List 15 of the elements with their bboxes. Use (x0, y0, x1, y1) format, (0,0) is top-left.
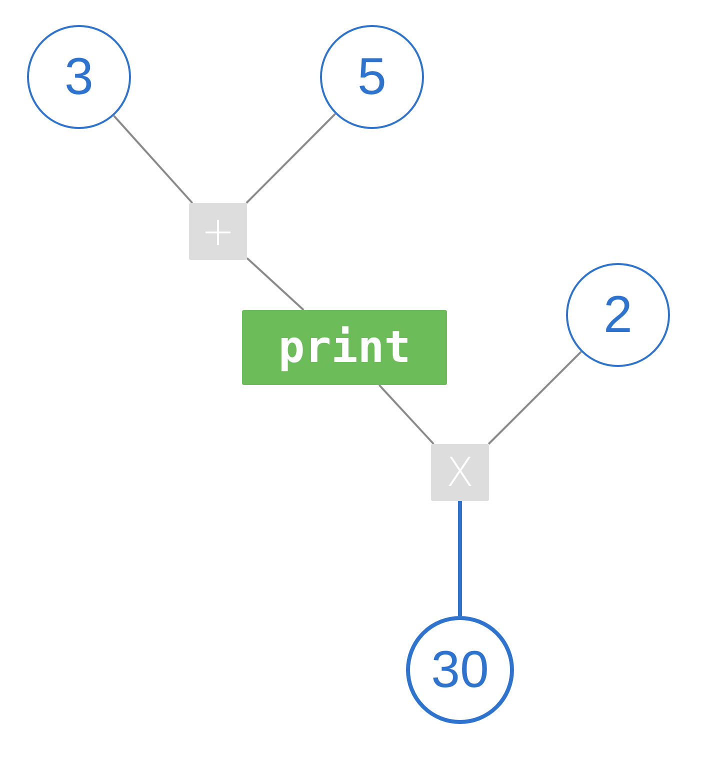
connector-line (488, 351, 582, 445)
connector-line (246, 257, 304, 311)
connector-line (113, 115, 194, 204)
node-label: + (201, 212, 235, 252)
node-label: print (278, 326, 411, 370)
node-label: 3 (64, 51, 94, 103)
operator-box (431, 444, 489, 501)
node-label: 2 (604, 289, 632, 341)
node-label: 5 (358, 51, 386, 103)
operator-box (189, 203, 247, 260)
node-label: 30 (431, 644, 489, 696)
connector-line (458, 501, 462, 616)
connector-line (378, 384, 434, 445)
connector-line (246, 113, 336, 204)
function-box (242, 310, 447, 385)
